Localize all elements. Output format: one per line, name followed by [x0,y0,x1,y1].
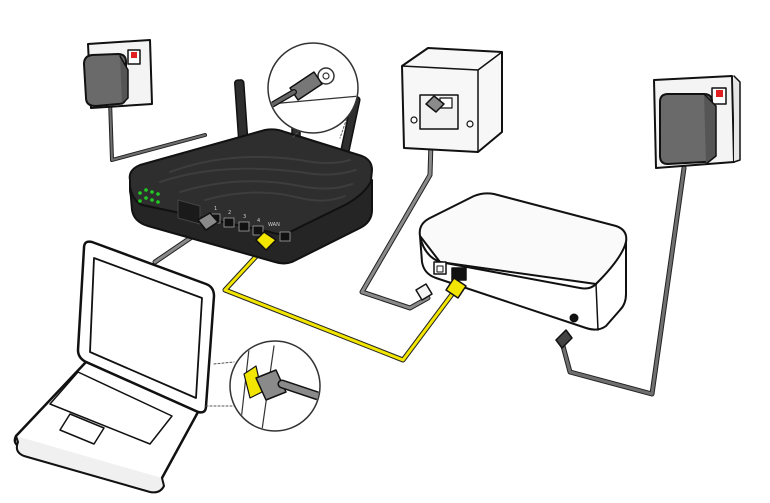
laptop-screen [89,257,203,399]
modem-power-port[interactable] [569,313,579,323]
router-display [177,199,201,225]
left-power-adapter [83,39,153,109]
socket-switch-icon [131,52,137,58]
phone-jack-icon [401,47,503,153]
power-connection-zoom [267,42,359,139]
right-power-adapter [653,75,741,169]
modem-ethernet-port[interactable] [451,267,467,281]
router-port-4[interactable] [252,225,264,236]
power-plug-icon [289,71,323,101]
laptop-keyboard [49,371,173,445]
laptop-icon [13,240,216,494]
power-adapter-icon [659,93,713,165]
port-label-1: 1 [214,206,217,212]
port-label-4: 4 [257,218,260,224]
port-label-3: 3 [243,214,246,220]
ethernet-plug-icon [197,212,219,231]
power-adapter-icon [83,53,127,107]
cables [108,98,687,397]
power-plug-icon [555,329,573,349]
ethernet-plug-icon [445,277,467,299]
port-label-2: 2 [228,210,231,216]
socket-switch-icon [716,90,723,97]
router-status-leds [138,188,160,204]
port-label-wan: WAN [268,222,280,228]
router-port-2[interactable] [223,217,235,228]
router-port-3[interactable] [238,221,250,232]
phone-plug-icon [415,283,433,301]
phone-plug-icon [425,95,445,113]
modem-icon [415,192,628,349]
laptop-touchpad [59,413,105,445]
ethernet-plug-icon [255,369,287,401]
ethernet-plug-icon [255,231,277,251]
router-port-wan[interactable] [279,231,291,242]
laptop-connection-zoom [205,340,321,432]
